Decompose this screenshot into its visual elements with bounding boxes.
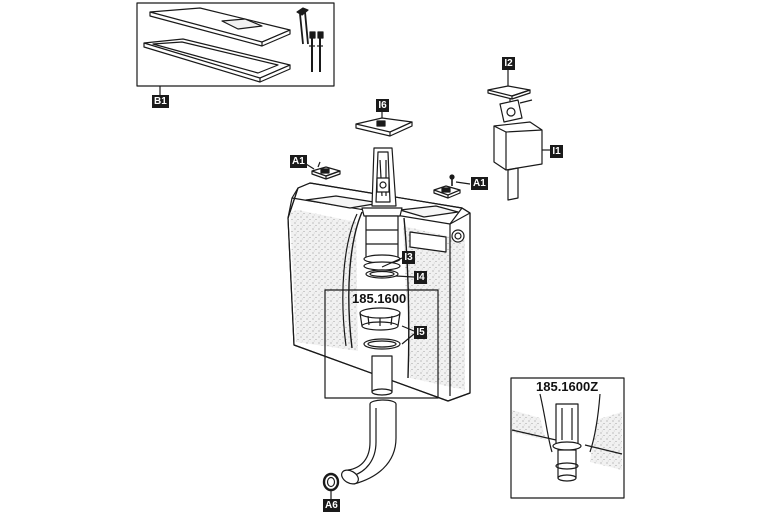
label-i6: I6	[376, 99, 389, 112]
flush-valve-column	[361, 147, 403, 259]
kit-185-1600z-frame	[510, 377, 625, 499]
mounting-clip-left	[305, 163, 341, 180]
ref-185-1600z: 185.1600Z	[536, 379, 599, 394]
label-i1: I1	[550, 145, 563, 158]
cover-frame-plate	[143, 38, 291, 83]
label-i3: I3	[402, 251, 415, 264]
label-b1: B1	[152, 95, 169, 108]
mounting-clip-right	[433, 174, 471, 199]
label-i4: I4	[414, 271, 427, 284]
valve-seals-i3-i4	[363, 254, 401, 279]
ref-185-1600: 185.1600	[352, 291, 407, 306]
outlet-stub	[371, 355, 393, 396]
i3-leader	[381, 257, 403, 268]
kit-185-1600-frame	[324, 289, 439, 399]
a1-left-leader	[317, 161, 321, 168]
actuating-bridge	[355, 112, 413, 137]
kit-185-1600z-detail	[511, 393, 623, 482]
i4-leader	[395, 275, 415, 278]
fill-valve	[487, 68, 550, 201]
bend-seal-ring	[322, 472, 340, 499]
flush-bend-pipe	[341, 399, 397, 485]
label-a1-left: A1	[290, 155, 307, 168]
label-a1-right: A1	[471, 177, 488, 190]
cover-kit-frame	[136, 2, 335, 87]
fixing-screws	[296, 7, 324, 72]
cover-plate-top	[149, 7, 291, 47]
kit-185-1600-parts	[359, 307, 415, 350]
label-a6: A6	[323, 499, 340, 512]
label-i5: I5	[414, 326, 427, 339]
label-i2: I2	[502, 57, 515, 70]
cistern-body	[287, 182, 471, 402]
